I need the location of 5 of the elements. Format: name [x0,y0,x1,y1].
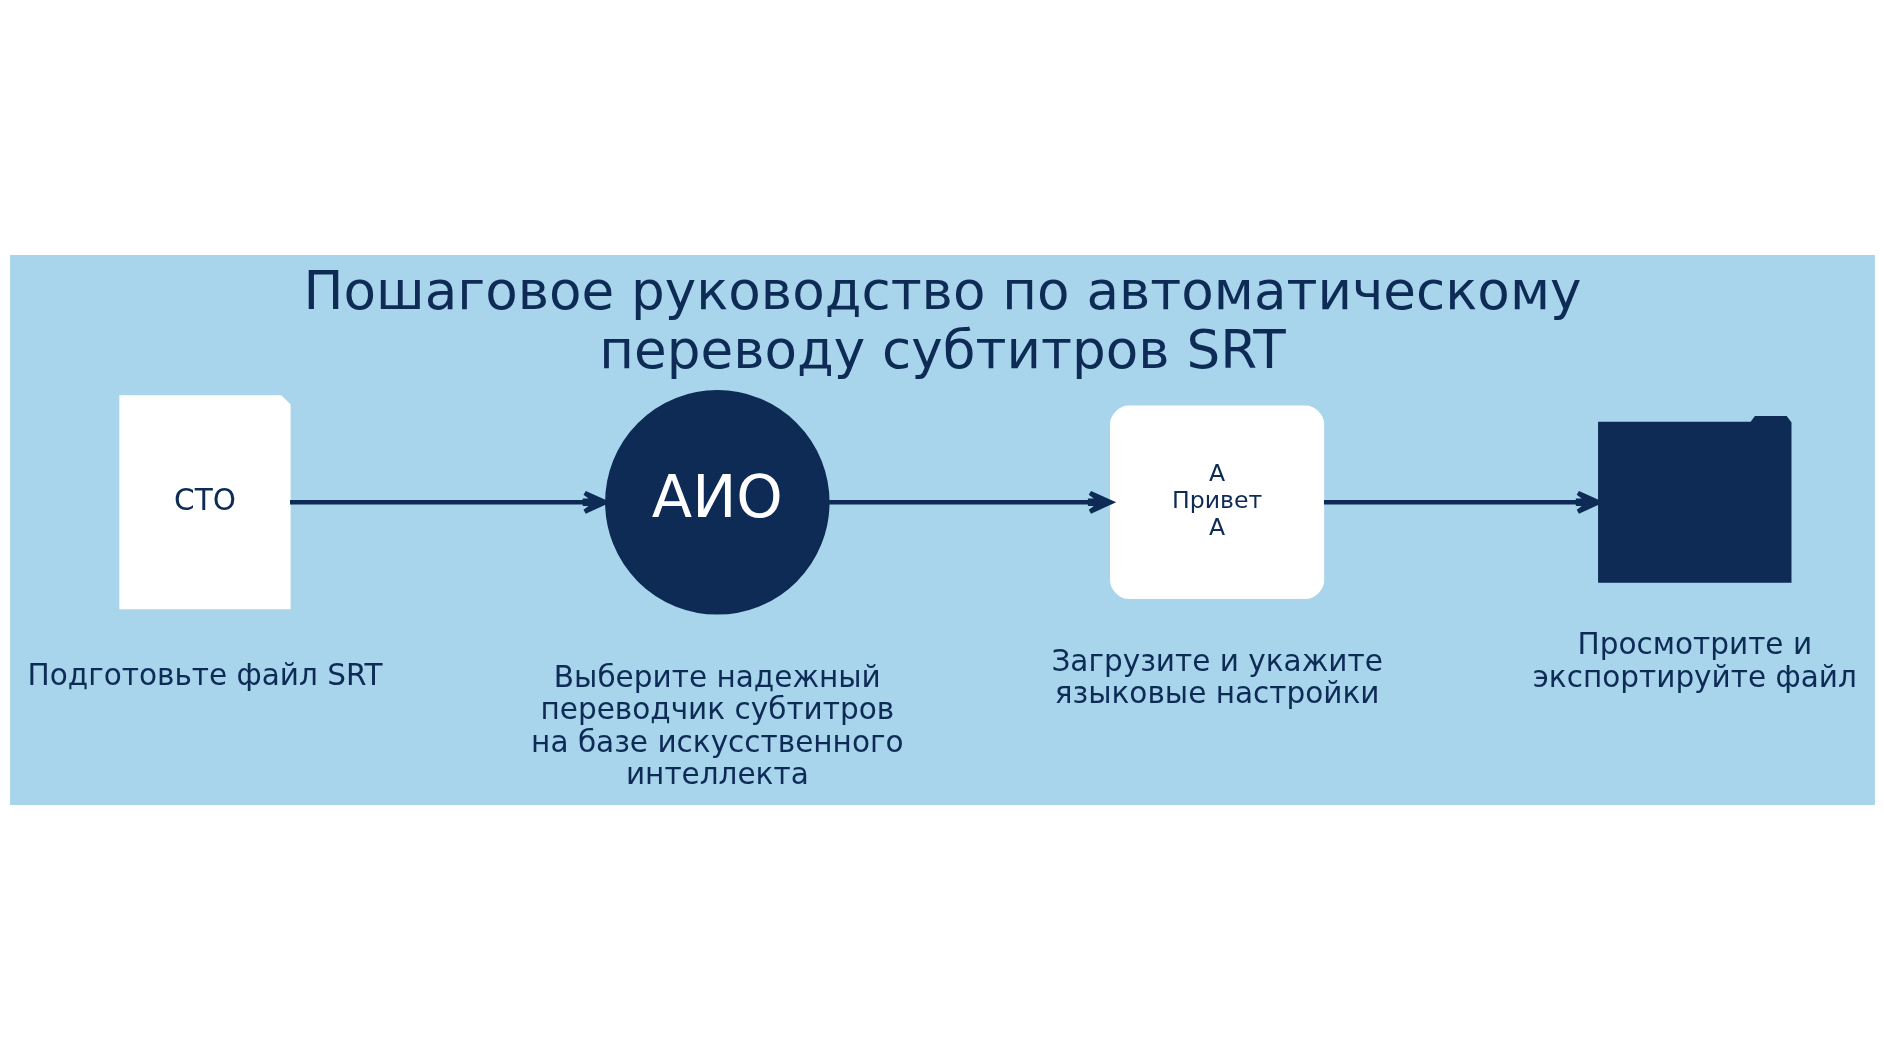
node-label: Загрузите и укажите языковые настройки [1050,643,1383,711]
node-label: Подготовьте файл SRT [27,658,382,693]
node-label: Просмотрите и экспортируйте файл [1532,627,1857,694]
diagram-title: Пошаговое руководство по автоматическому переводу субтитров SRT [303,260,1581,382]
node-label: Выберите надежный переводчик субтитров на базе искусственного интеллекта [530,659,904,792]
